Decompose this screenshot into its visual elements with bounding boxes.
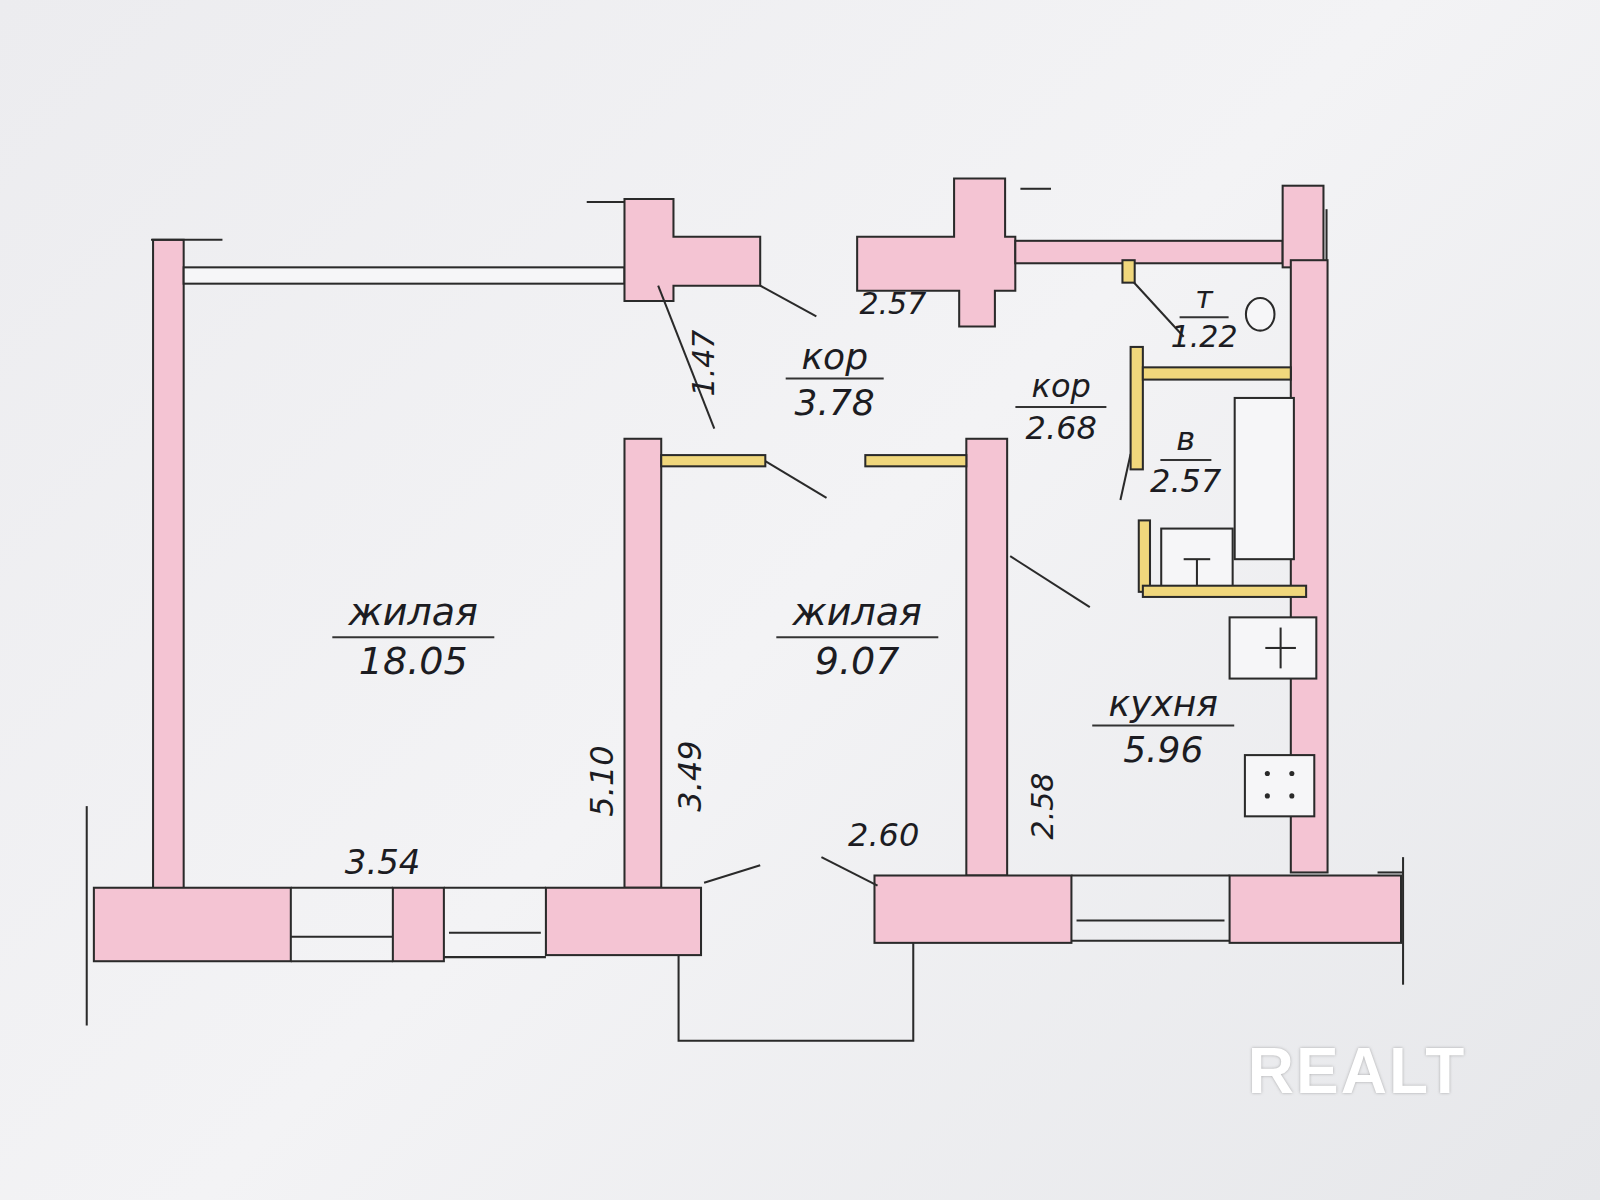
room-name: в bbox=[1160, 422, 1211, 461]
room-area: кор3.78 bbox=[785, 336, 884, 423]
room-name: кухня bbox=[1092, 683, 1234, 727]
room-area: в2.57 bbox=[1150, 422, 1221, 500]
room-area-value: 5.96 bbox=[1123, 727, 1203, 770]
dimension-label: 2.58 bbox=[1028, 773, 1058, 840]
room-name: жилая bbox=[333, 592, 494, 638]
room-area-value: 2.57 bbox=[1150, 461, 1221, 500]
room-area: кор2.68 bbox=[1016, 369, 1107, 447]
dimension-label: 1.47 bbox=[689, 330, 719, 397]
dimension-label: 3.49 bbox=[674, 740, 706, 811]
room-area-value: 18.05 bbox=[359, 638, 468, 684]
room-area-value: 2.68 bbox=[1026, 408, 1097, 447]
room-area: кухня5.96 bbox=[1092, 683, 1234, 770]
dimension-label: 2.60 bbox=[848, 819, 919, 851]
room-area-value: 9.07 bbox=[815, 638, 900, 684]
room-area: жилая9.07 bbox=[776, 592, 937, 683]
room-area: т1.22 bbox=[1171, 282, 1238, 356]
room-name: кор bbox=[785, 336, 884, 380]
dimension-label: 3.54 bbox=[345, 845, 421, 879]
watermark: REALT bbox=[1248, 1039, 1467, 1103]
room-area-value: 1.22 bbox=[1171, 319, 1238, 356]
dimension-label: 5.10 bbox=[586, 745, 618, 816]
room-name: жилая bbox=[776, 592, 937, 638]
room-name: кор bbox=[1016, 369, 1107, 408]
room-area-value: 3.78 bbox=[795, 380, 875, 423]
room-name: т bbox=[1179, 282, 1228, 319]
room-area: жилая18.05 bbox=[333, 592, 494, 683]
dimension-label: 2.57 bbox=[859, 289, 926, 319]
